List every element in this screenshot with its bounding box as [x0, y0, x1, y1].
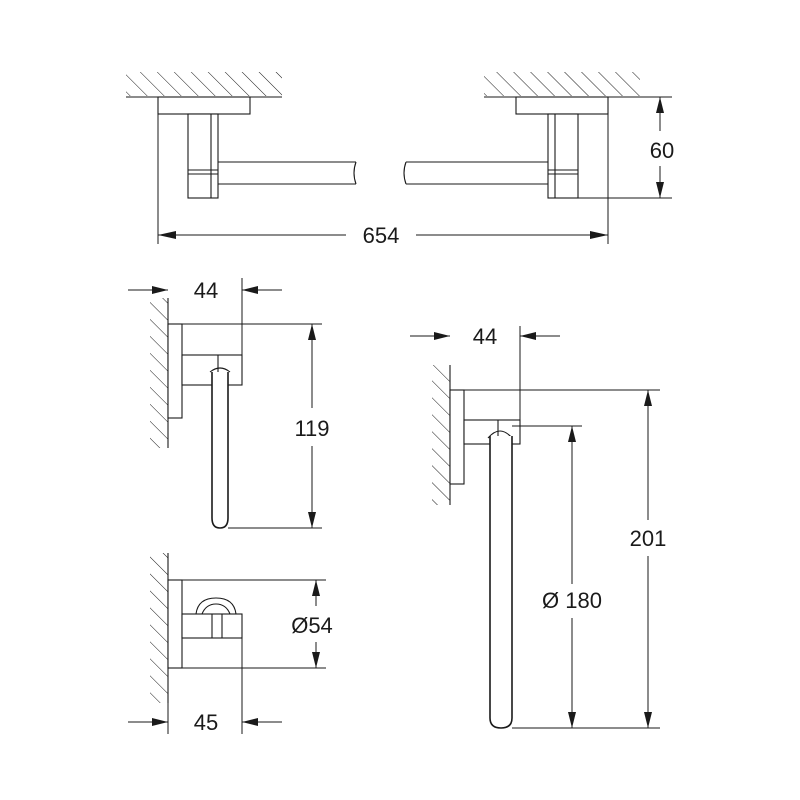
paper-holder-drawing: 44 119 [128, 278, 330, 529]
dimension-paper-holder-height: 119 [182, 323, 330, 529]
dimension-ring-projection: 44 [410, 324, 560, 420]
dimension-towel-bar-projection: 60 [578, 96, 674, 199]
dimension-hook-diameter: Ø54 [182, 579, 333, 669]
towel-bar-right-bracket [515, 96, 609, 199]
towel-bar-left-segment [218, 161, 357, 185]
towel-ring-drawing: 44 201 Ø 180 [410, 324, 667, 729]
towel-ring-body [449, 389, 521, 729]
dimension-label-201: 201 [630, 526, 667, 551]
dimension-label-o180: Ø 180 [542, 588, 602, 613]
dimension-label-60: 60 [650, 138, 674, 163]
hook-body [167, 579, 243, 669]
dimension-towel-bar-length: 654 [157, 114, 609, 248]
paper-holder-body [167, 323, 243, 529]
hook-drawing: Ø54 45 [128, 553, 333, 735]
dimension-ring-height: 201 [464, 389, 667, 729]
wall-hatch-hook [150, 553, 169, 703]
towel-bar-right-segment [403, 161, 548, 185]
dimension-label-654: 654 [363, 223, 400, 248]
wall-hatch-left [126, 72, 282, 98]
dimension-ring-diameter: Ø 180 [512, 425, 602, 728]
towel-bar-drawing: 654 60 [126, 72, 674, 248]
dimension-label-119: 119 [294, 416, 329, 441]
dimension-hook-projection: 45 [128, 638, 282, 735]
dimension-label-o54: Ø54 [291, 613, 333, 638]
wall-hatch-ring [432, 365, 451, 505]
wall-hatch-paper-holder [150, 298, 169, 448]
dimension-label-44-ring: 44 [473, 324, 497, 349]
dimension-label-45: 45 [194, 710, 218, 735]
dimension-paper-holder-projection: 44 [128, 278, 282, 355]
towel-bar-left-bracket [157, 96, 251, 199]
wall-hatch-right [484, 72, 640, 98]
dimension-label-44-paper: 44 [194, 278, 218, 303]
